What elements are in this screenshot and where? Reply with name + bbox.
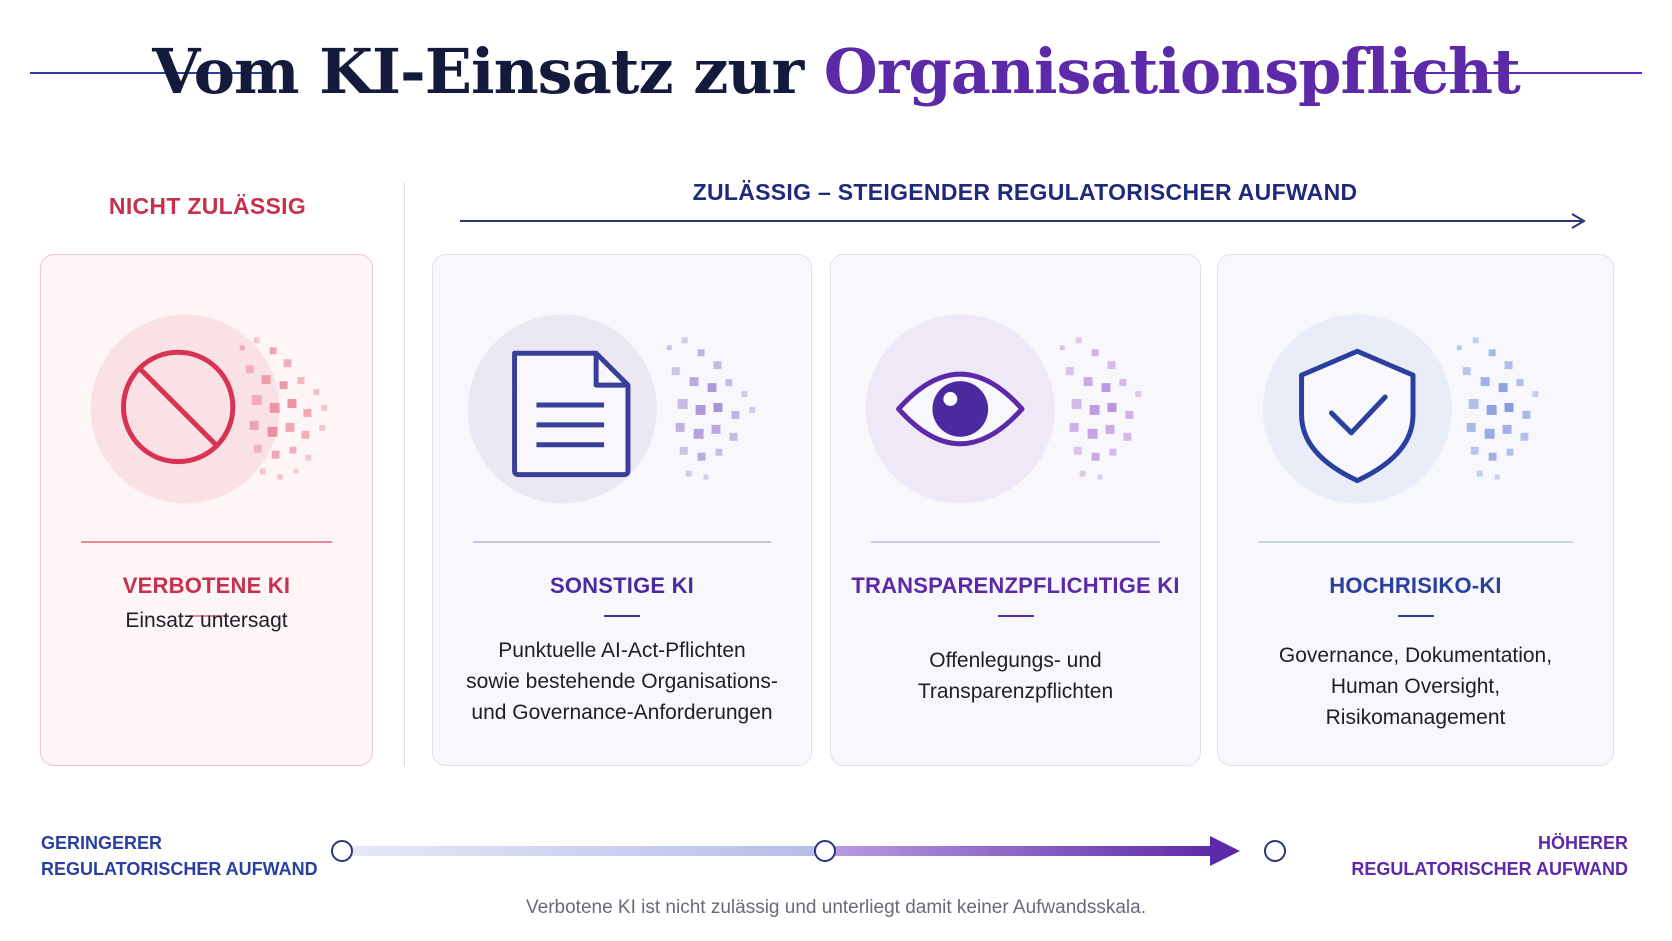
card-dash [604, 615, 640, 617]
scale-high-line: REGULATORISCHER AUFWAND [1351, 859, 1628, 879]
card-transparency-ai: TRANSPARENZPFLICHTIGE KI Offenlegungs- u… [830, 254, 1201, 766]
not-allowed-heading: NICHT ZULÄSSIG [108, 193, 307, 219]
description-line: sowie bestehende Organisations- [466, 670, 778, 693]
scale-low-line: GERINGERER [41, 833, 163, 853]
card-other-ai: SONSTIGE KI Punktuelle AI-Act-Pflichten … [432, 254, 812, 766]
page-title: Vom KI-Einsatz zur Organisationspflicht [0, 30, 1672, 114]
effort-scale-bar [331, 836, 1286, 866]
card-dash [997, 615, 1034, 617]
description-line: Human Oversight, [1330, 675, 1501, 698]
card-high-risk-ai: HOCHRISIKO-KI Governance, Dokumentation,… [1217, 254, 1614, 766]
card-separator [871, 541, 1160, 543]
footnote: Verbotene KI ist nicht zulässig und unte… [526, 897, 1146, 918]
section-divider [404, 182, 405, 766]
card-description: Punktuelle AI-Act-Pflichten sowie besteh… [443, 635, 801, 728]
card-title: VERBOTENE KI [122, 573, 291, 598]
title-row: Vom KI-Einsatz zur Organisationspflicht [0, 30, 1672, 120]
scale-low-line: REGULATORISCHER AUFWAND [41, 859, 318, 879]
description-line: Punktuelle AI-Act-Pflichten [498, 639, 746, 662]
prohibited-icon [90, 314, 328, 504]
description-line: Governance, Dokumentation, [1278, 644, 1553, 667]
eye-icon [865, 314, 1142, 504]
card-forbidden-ai: VERBOTENE KI Einsatz untersagt [40, 254, 373, 766]
document-icon [467, 314, 756, 504]
allowed-heading: ZULÄSSIG – STEIGENDER REGULATORISCHER AU… [692, 179, 1358, 205]
card-title: SONSTIGE KI [550, 573, 694, 598]
title-line-left [30, 72, 270, 74]
card-dash [188, 615, 225, 617]
card-title: TRANSPARENZPFLICHTIGE KI [851, 573, 1180, 598]
title-part-2: Organisationspflicht [823, 35, 1521, 108]
shield-check-icon [1262, 314, 1539, 504]
card-dash [1397, 615, 1434, 617]
card-description: Offenlegungs- und Transparenzpflichten [841, 645, 1190, 707]
scale-low-label: GERINGERER REGULATORISCHER AUFWAND [41, 830, 318, 882]
card-title: HOCHRISIKO-KI [1329, 573, 1502, 598]
description-line: Offenlegungs- und [929, 649, 1102, 672]
description-line: Transparenzpflichten [917, 680, 1114, 703]
description-line: Risikomanagement [1325, 706, 1506, 729]
title-line-right [1402, 72, 1642, 74]
card-description: Governance, Dokumentation, Human Oversig… [1228, 640, 1603, 733]
scale-high-label: HÖHERER REGULATORISCHER AUFWAND [1300, 830, 1628, 882]
description-line: und Governance-Anforderungen [471, 701, 773, 724]
card-description: Einsatz untersagt [51, 605, 362, 636]
allowed-arrow-icon [460, 213, 1586, 229]
card-separator [473, 541, 771, 543]
scale-high-line: HÖHERER [1537, 833, 1628, 853]
card-separator [81, 541, 332, 543]
title-part-1: Vom KI-Einsatz zur [152, 35, 824, 108]
description-line: Einsatz untersagt [125, 609, 288, 632]
card-separator [1258, 541, 1573, 543]
